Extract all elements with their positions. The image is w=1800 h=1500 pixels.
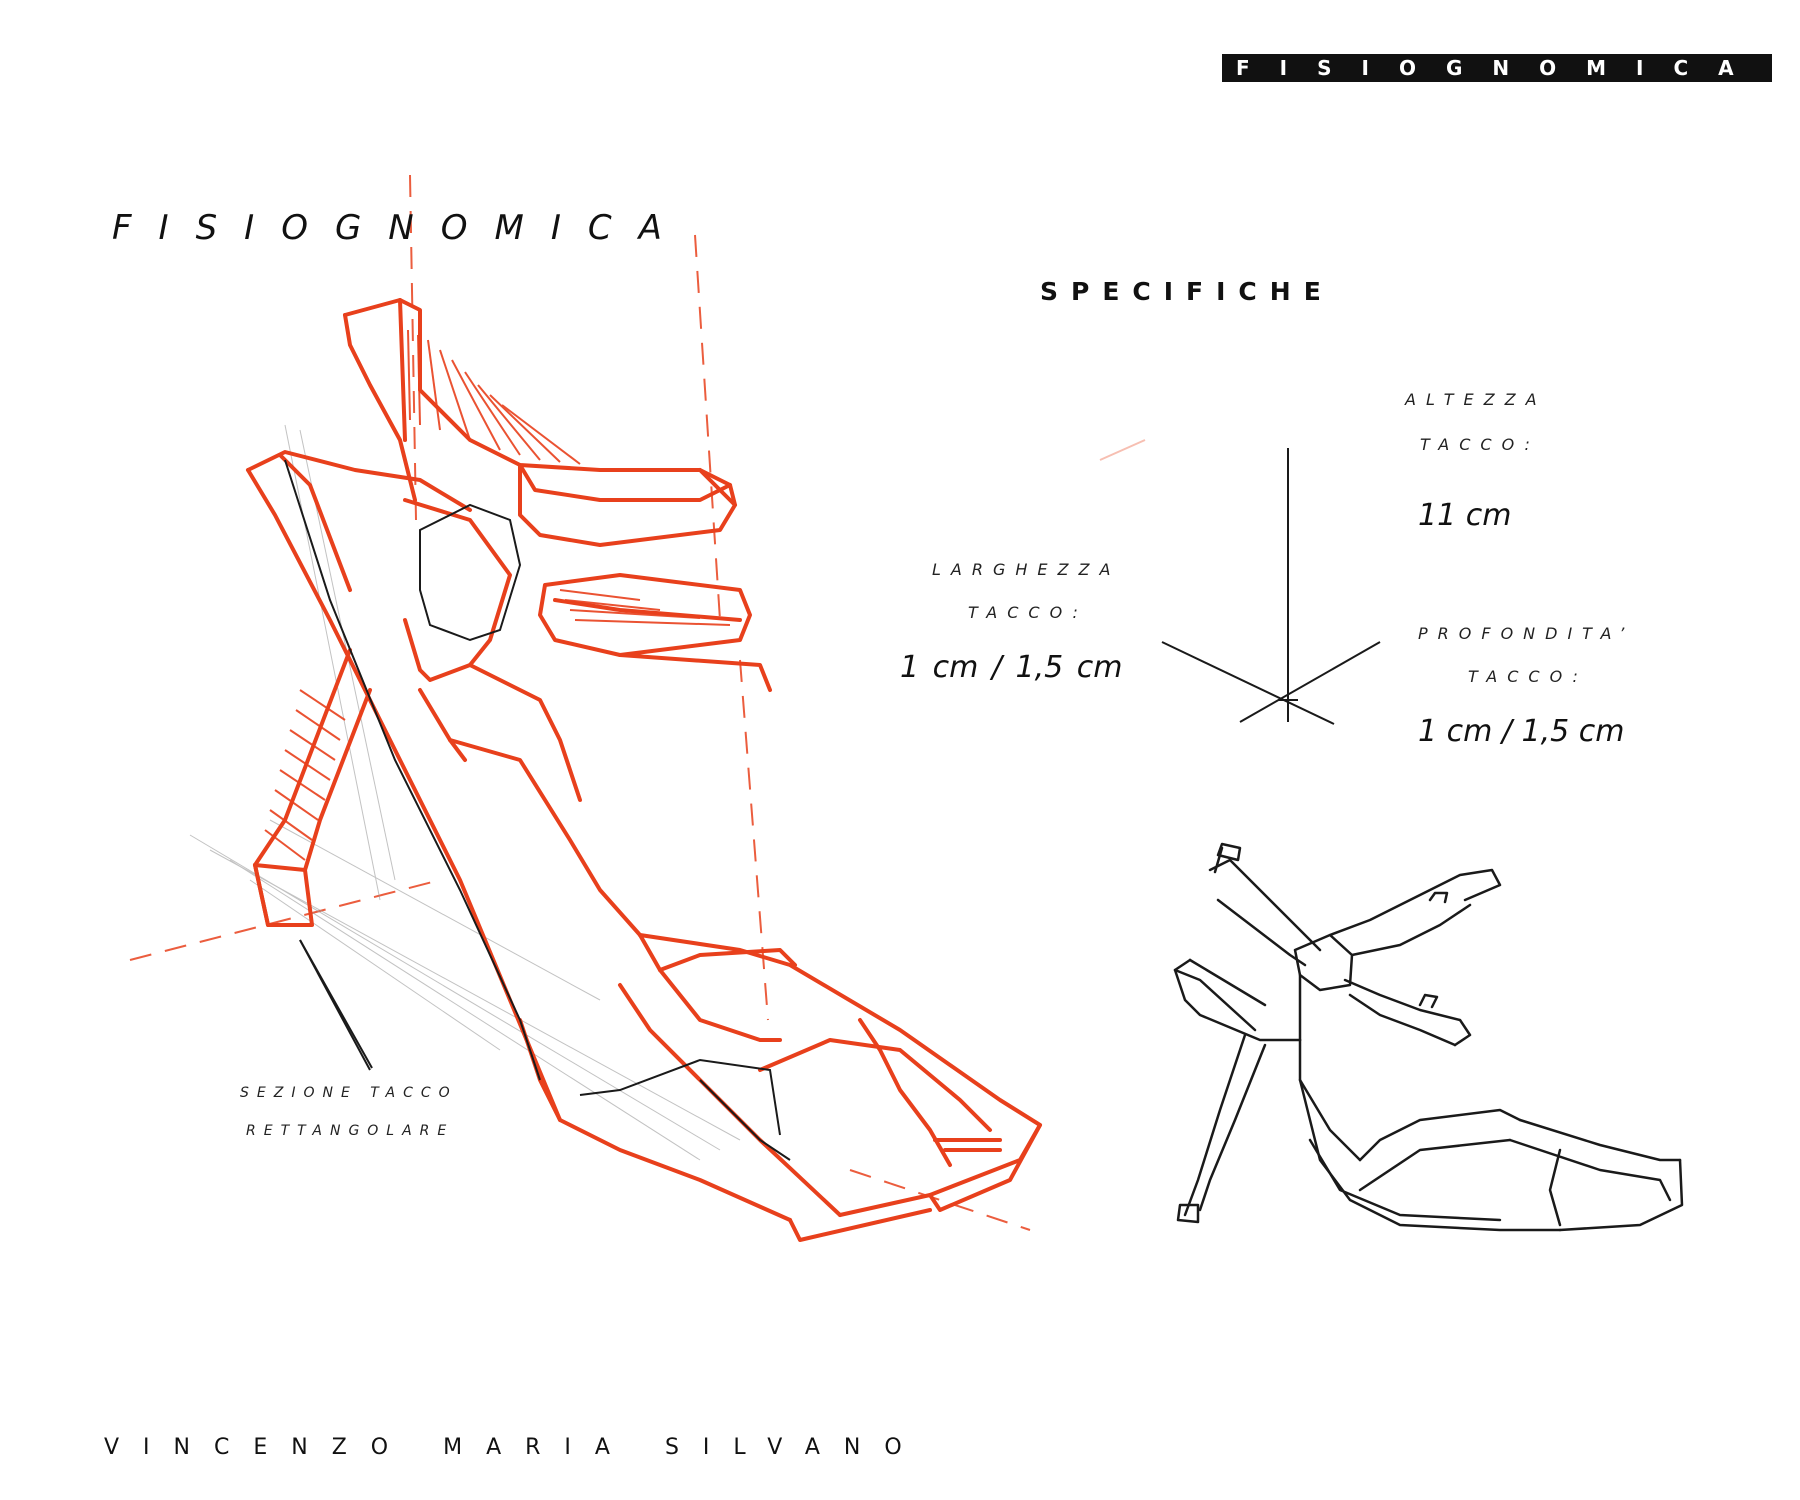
construction-lines [129,174,1146,1231]
page-title: FISIOGNOMICA [112,208,689,248]
annotation-line2: RETTANGOLARE [246,1123,455,1139]
width-value: 1 cm / 1,5 cm [900,650,1123,685]
main-shoe-sketch [246,298,1042,1242]
author-name: VINCENZO MARIA SILVANO [104,1435,926,1460]
annotation-line1: SEZIONE TACCO [240,1085,458,1101]
height-label-line1: ALTEZZA [1405,390,1547,409]
depth-label-line2: TACCO: [1468,667,1588,686]
width-label-line2: TACCO: [968,603,1088,622]
depth-value: 1 cm / 1,5 cm [1418,714,1625,749]
main-sketch-ink-details [284,459,791,1161]
specs-heading: SPECIFICHE [1040,277,1334,306]
annotation-leader-line [299,939,373,1069]
secondary-shoe-sketch [1173,842,1684,1232]
width-label-line1: LARGHEZZA [932,560,1121,579]
height-label-line2: TACCO: [1420,435,1540,454]
depth-label-line1: PROFONDITA’ [1418,624,1635,643]
axis-diagram [1161,448,1381,725]
height-value: 11 cm [1418,498,1512,533]
strap-hatching [264,329,731,861]
pencil-shading [189,424,741,1161]
brand-tag: FISIOGNOMICA [1222,54,1772,82]
